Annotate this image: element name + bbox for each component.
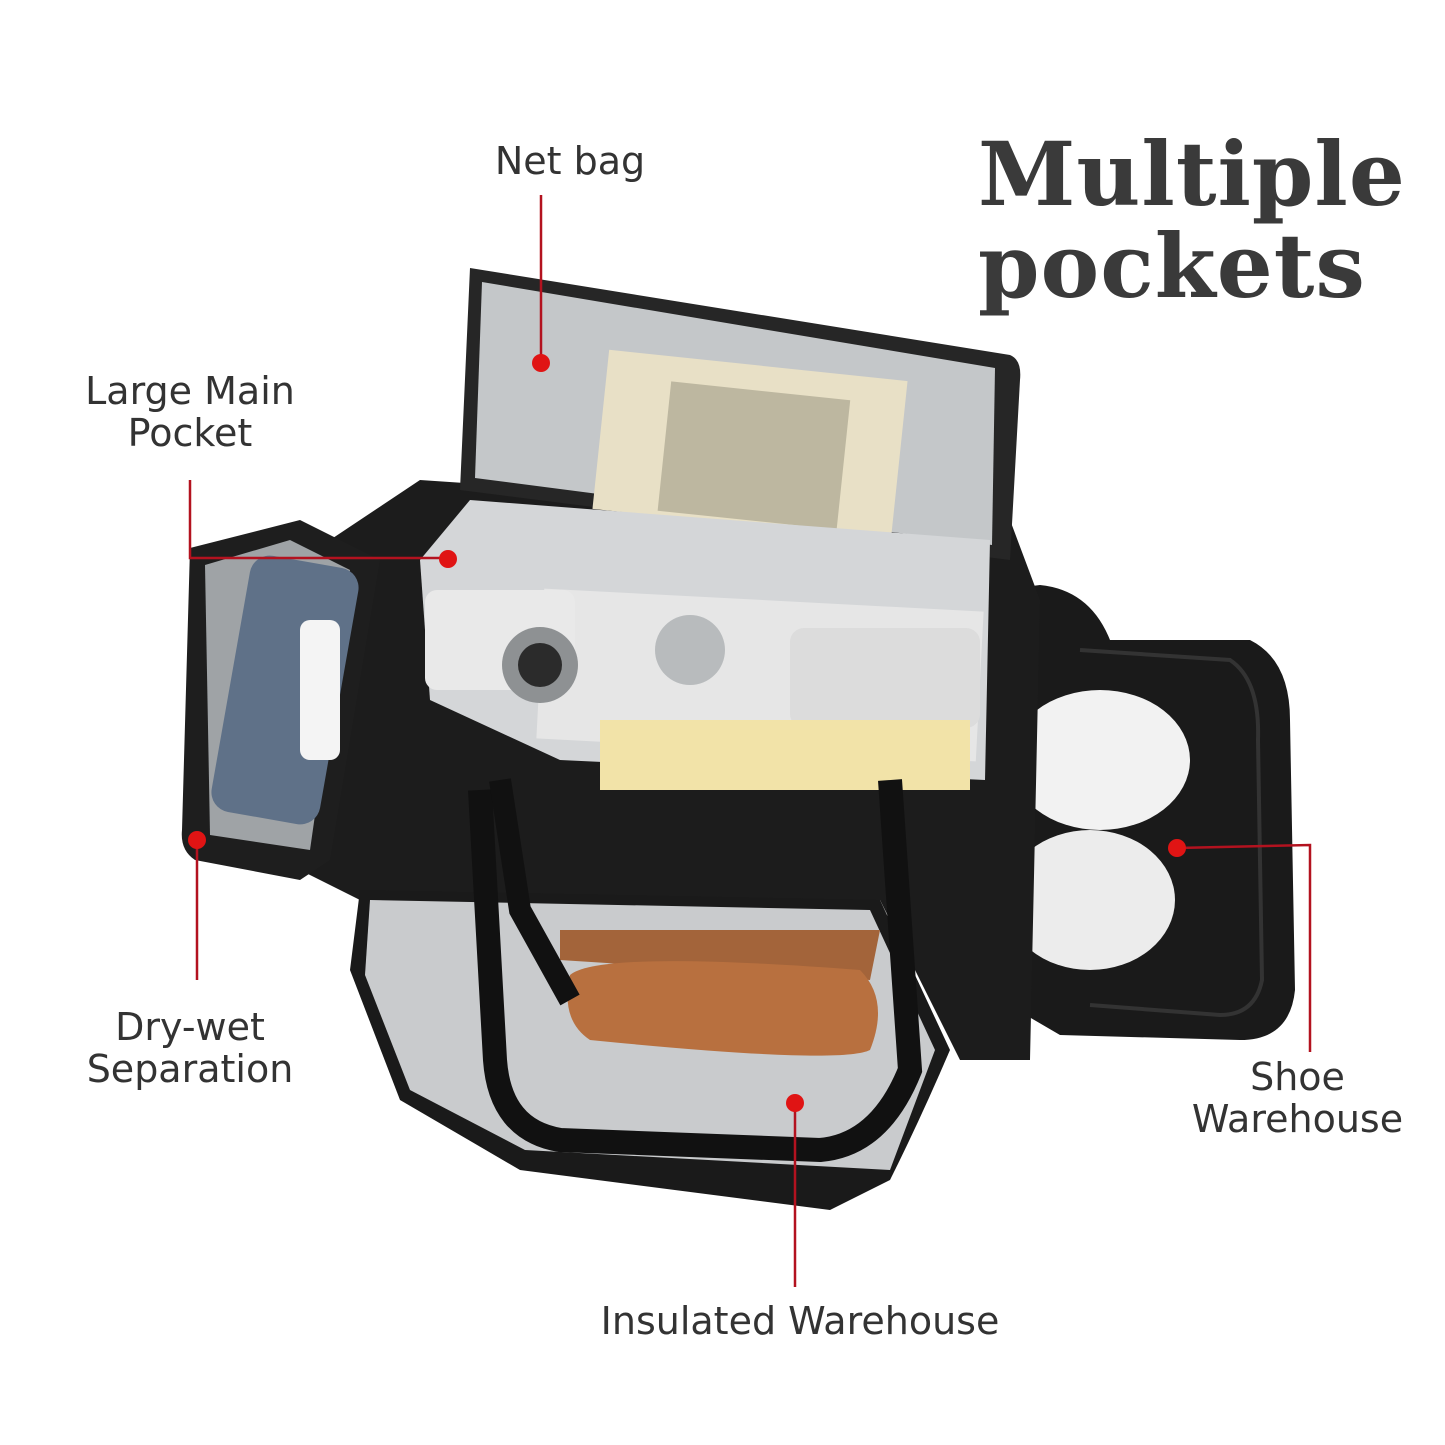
large-main-pocket-label: Large Main Pocket <box>40 370 340 454</box>
shoe-warehouse-label: Shoe Warehouse <box>1150 1056 1445 1140</box>
dry-wet-separation-label: Dry-wet Separation <box>40 1006 340 1090</box>
insulated-warehouse-label: Insulated Warehouse <box>600 1299 1000 1343</box>
net-bag-label: Net bag <box>494 139 646 183</box>
headline: Multiple pockets <box>978 128 1406 312</box>
label-line: Pocket <box>127 411 253 455</box>
label-line: Dry-wet <box>115 1005 265 1049</box>
label-line: Warehouse <box>1191 1097 1404 1141</box>
dry-wet-dot <box>188 831 206 849</box>
shoe-icon <box>1005 830 1175 970</box>
shoe-dot <box>1168 839 1186 857</box>
label-line: Shoe <box>1250 1055 1345 1099</box>
net-bag-dot <box>532 354 550 372</box>
label-line: Separation <box>86 1047 294 1091</box>
main-pocket-dot <box>439 550 457 568</box>
label-line: Large Main <box>85 369 295 413</box>
insulated-dot <box>786 1094 804 1112</box>
handle <box>468 779 923 1163</box>
shoe-icon <box>1010 690 1190 830</box>
headline-line-1: Multiple <box>978 122 1406 226</box>
callout-lines <box>188 195 1312 1287</box>
headline-line-2: pockets <box>978 214 1366 318</box>
bottle-icon <box>567 961 878 1056</box>
